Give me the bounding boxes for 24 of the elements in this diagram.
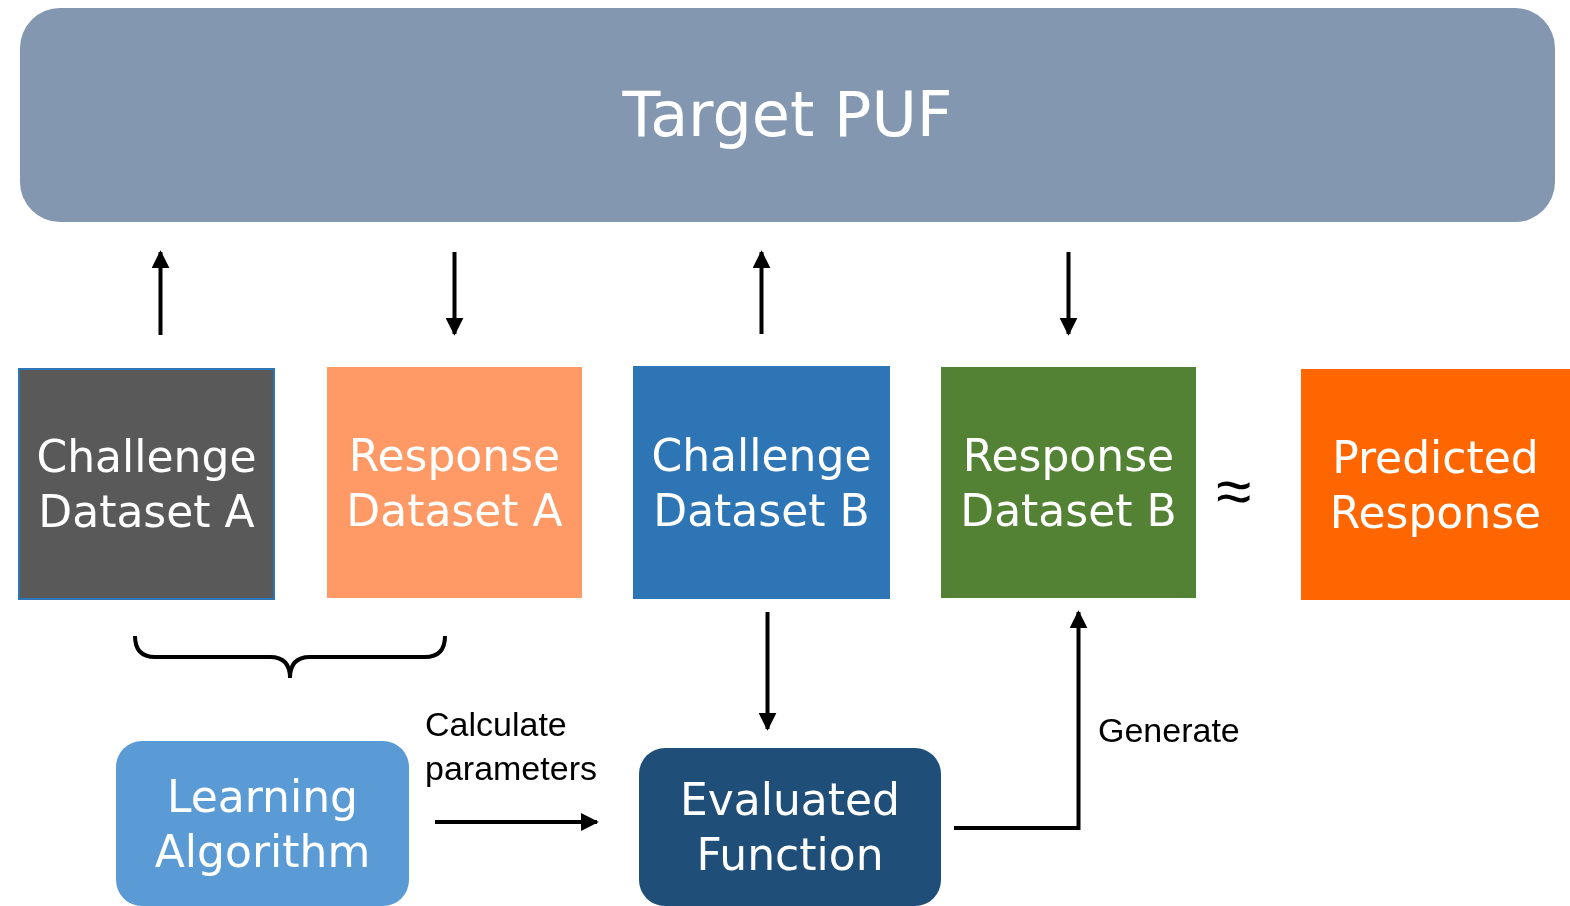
- node-label: Challenge Dataset A: [35, 430, 258, 539]
- arrow: [435, 813, 599, 831]
- arrow: [151, 250, 170, 335]
- title: Target PUF: [622, 77, 953, 154]
- title-band: [20, 8, 1555, 222]
- node-label: Evaluated Function: [678, 773, 902, 882]
- node-label: Learning Algorithm: [153, 769, 372, 879]
- arrow: [752, 250, 771, 334]
- process-box: [116, 741, 409, 906]
- arrow: [758, 612, 777, 731]
- node-label: Response Dataset A: [345, 428, 564, 538]
- dataset-box: [941, 367, 1196, 598]
- arrow: [954, 610, 1088, 830]
- dataset-box: [633, 366, 890, 599]
- arrow: [445, 252, 464, 336]
- approx-symbol: ≈: [1216, 454, 1252, 529]
- dataset-box: [18, 368, 275, 600]
- node-label: Response Dataset B: [959, 428, 1178, 538]
- arrow: [1059, 252, 1078, 336]
- result-box: [1301, 369, 1570, 600]
- node-label: Predicted Response: [1328, 430, 1543, 540]
- process-box: [639, 748, 941, 906]
- dataset-box: [327, 367, 582, 598]
- node-label: Challenge Dataset B: [650, 428, 873, 538]
